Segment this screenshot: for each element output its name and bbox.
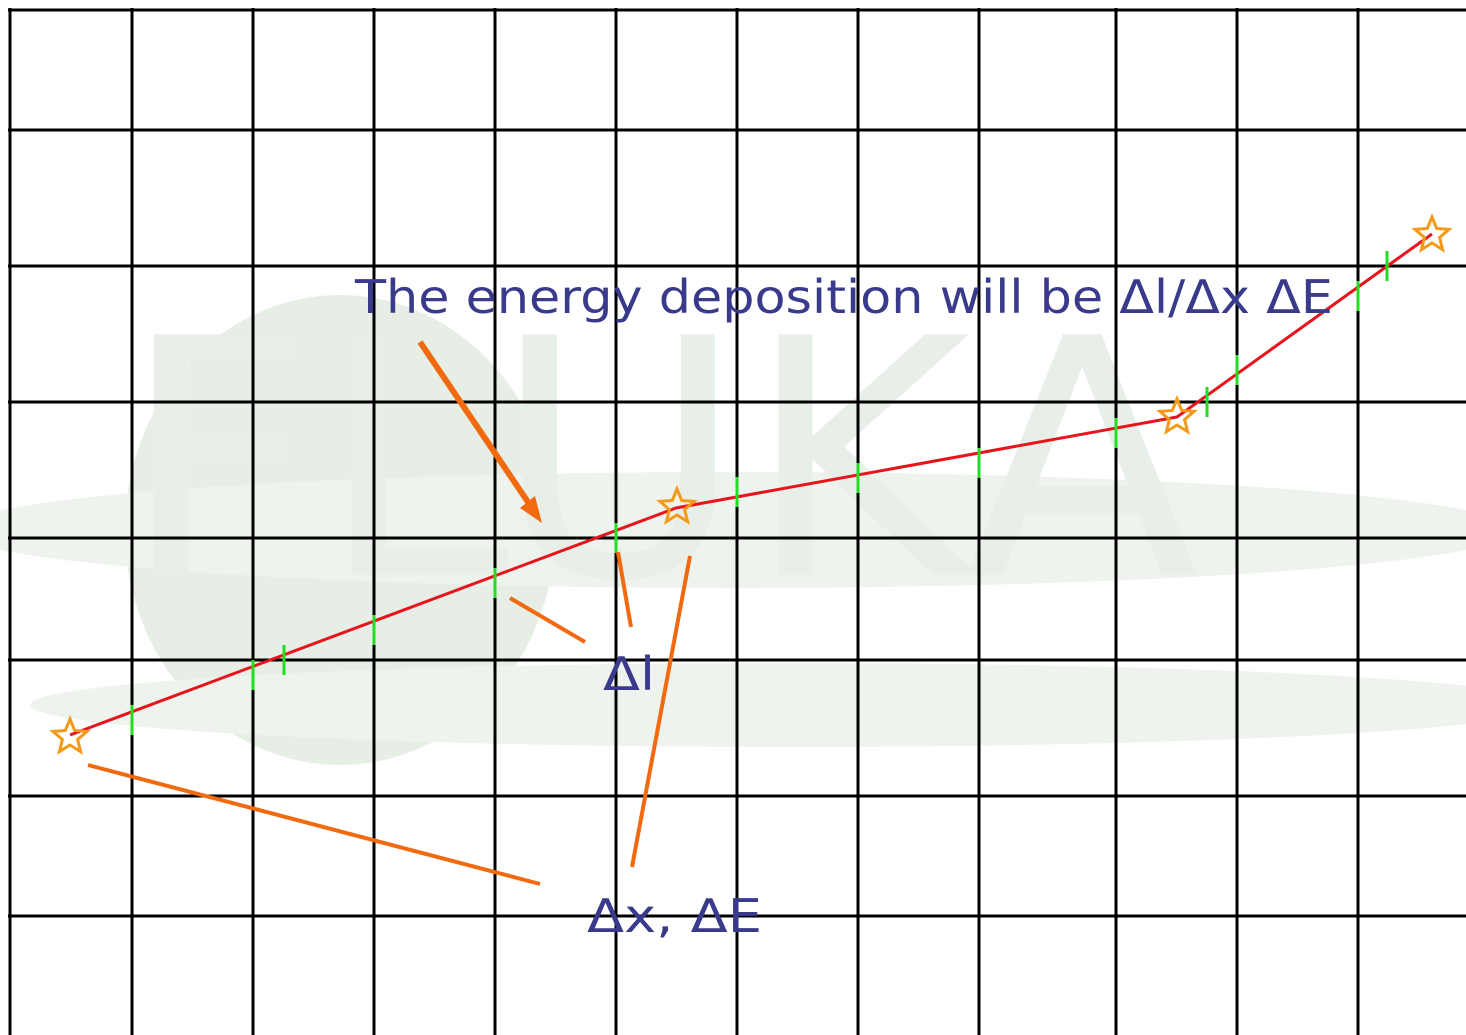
delta-l-pointer-2 — [616, 551, 633, 628]
star-icon — [1411, 213, 1453, 253]
star-icon — [656, 485, 698, 525]
pointer-lines — [87, 551, 692, 886]
delta-x-pointer-1 — [87, 763, 541, 886]
delta-l-pointer-1 — [508, 596, 587, 644]
watermark-band-lower — [30, 663, 1466, 747]
boundary-crossing-ticks — [130, 251, 1389, 735]
arrow-head — [520, 496, 542, 523]
grid — [8, 8, 1466, 1035]
delta-x-pointer-2 — [630, 555, 692, 868]
watermark-text: FLUKA — [120, 269, 1201, 653]
main-label: The energy deposition will be Δl/Δx ΔE — [354, 270, 1333, 324]
arrow-shaft — [417, 340, 535, 510]
watermark: FLUKA — [0, 269, 1466, 765]
annotation-arrow — [417, 340, 542, 523]
delta-l-label: Δl — [603, 647, 655, 701]
step-points — [49, 213, 1453, 755]
star-icon — [49, 715, 91, 755]
star-icon — [1156, 395, 1198, 435]
watermark-band-upper — [0, 472, 1466, 588]
delta-x-energy-label: Δx, ΔE — [587, 889, 762, 943]
